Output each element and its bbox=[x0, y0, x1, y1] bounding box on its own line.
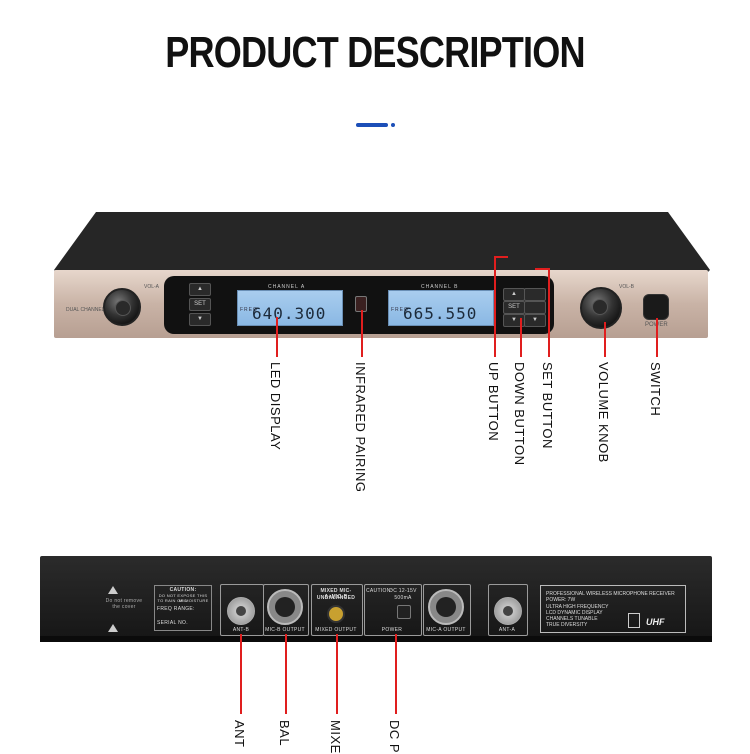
leader-led-display bbox=[276, 317, 278, 357]
ant-b-connector bbox=[227, 597, 255, 625]
up-button-a[interactable]: ▲ bbox=[189, 283, 211, 296]
serial-no-label: SERIAL NO. bbox=[157, 620, 188, 626]
warning-text: Do not remove the cover bbox=[105, 598, 143, 610]
caution-text-2: TO RAIN OR MOISTURE bbox=[157, 598, 209, 603]
caution-title: CAUTION: bbox=[169, 587, 197, 593]
ant-b-label: ANT-B bbox=[232, 627, 250, 633]
mixed-output-jack bbox=[327, 605, 345, 623]
info-line-6: TRUE DIVERSITY bbox=[546, 622, 588, 628]
mixed-top-label-2: UNBALANCED bbox=[316, 595, 356, 601]
uhf-brand: UHF bbox=[646, 617, 665, 627]
set-button-b-right[interactable] bbox=[524, 301, 546, 314]
warning-triangle-icon-2 bbox=[108, 624, 118, 632]
receiver-rear-face bbox=[40, 556, 712, 640]
lcd-display-a: CHANNEL A FREQ 640.300 bbox=[237, 284, 343, 326]
title-underline bbox=[356, 123, 388, 127]
leader-down-button bbox=[520, 318, 522, 357]
volume-knob-b[interactable] bbox=[580, 287, 622, 329]
callout-dc-power: DC P bbox=[387, 720, 402, 754]
dc-power-jack bbox=[397, 605, 411, 619]
info-line-5: CHANNELS TUNABLE bbox=[546, 616, 598, 622]
up-button-b[interactable]: ▲ bbox=[503, 288, 525, 301]
ant-a-label: ANT-A bbox=[498, 627, 516, 633]
power-switch[interactable] bbox=[643, 294, 669, 320]
callout-set-button: SET BUTTON bbox=[540, 362, 555, 449]
caution-text-1: DO NOT EXPOSE THIS MIC bbox=[158, 593, 208, 603]
callout-balanced: BAL bbox=[277, 720, 292, 747]
ant-a-connector bbox=[494, 597, 522, 625]
callout-switch: SWITCH bbox=[648, 362, 663, 417]
mic-b-output-label: MIC-B OUTPUT bbox=[265, 627, 305, 633]
leader-switch bbox=[656, 318, 658, 357]
power-bracket bbox=[364, 584, 422, 636]
leader-up-button-h bbox=[494, 256, 508, 258]
frequency-b: 665.550 bbox=[403, 304, 478, 323]
callout-mixed: MIXE bbox=[328, 720, 343, 754]
info-line-2: POWER: 7W bbox=[546, 597, 576, 603]
leader-volume-knob bbox=[604, 322, 606, 357]
set-button-b[interactable]: SET bbox=[503, 301, 525, 314]
down-button-a[interactable]: ▼ bbox=[189, 313, 211, 326]
freq-label-a: FREQ bbox=[240, 307, 258, 313]
leader-set-button-h bbox=[535, 268, 549, 270]
power-label-rear: POWER bbox=[381, 627, 403, 633]
dc-rating-2: 500mA bbox=[394, 595, 412, 601]
leader-mixed bbox=[336, 634, 338, 714]
mic-a-output-label: MIC-A OUTPUT bbox=[426, 627, 466, 633]
info-line-4: LCD DYNAMIC DISPLAY bbox=[546, 610, 603, 616]
lcd-display-b: CHANNEL B FREQ 665.550 bbox=[388, 284, 494, 326]
callout-led-display: LED DISPLAY bbox=[268, 362, 283, 451]
info-line-3: ULTRA HIGH FREQUENCY bbox=[546, 604, 609, 610]
channel-a-label: CHANNEL A bbox=[268, 284, 306, 290]
volume-knob-a[interactable] bbox=[103, 288, 141, 326]
leader-ant bbox=[240, 634, 242, 714]
mic-a-xlr-connector bbox=[428, 589, 464, 625]
dc-rating-1: DC 12-15V bbox=[389, 588, 417, 594]
set-button-a[interactable]: SET bbox=[189, 298, 211, 311]
title-dot bbox=[391, 123, 395, 127]
callout-infrared-pairing: INFRARED PAIRING bbox=[353, 362, 368, 493]
channel-b-label: CHANNEL B bbox=[421, 284, 459, 290]
freq-range-label: FREQ RANGE: bbox=[157, 606, 195, 612]
mixed-output-label: MIXED OUTPUT bbox=[315, 627, 357, 633]
mic-b-xlr-connector bbox=[267, 589, 303, 625]
callout-up-button: UP BUTTON bbox=[486, 362, 501, 442]
model-text: DUAL CHANNEL WIRELESS bbox=[66, 307, 132, 313]
mic-a-bracket bbox=[423, 584, 471, 636]
leader-up-button bbox=[494, 256, 496, 357]
leader-bal bbox=[285, 634, 287, 714]
set-button-b-top[interactable] bbox=[524, 288, 546, 301]
power-caution: CAUTION: bbox=[366, 588, 393, 594]
caution-label-box: CAUTION: DO NOT EXPOSE THIS MIC TO RAIN … bbox=[154, 585, 212, 631]
leader-dc-power bbox=[395, 634, 397, 714]
down-button-b[interactable]: ▼ bbox=[503, 314, 525, 327]
freq-label-b: FREQ bbox=[391, 307, 409, 313]
frequency-a: 640.300 bbox=[252, 304, 327, 323]
page-title: PRODUCT DESCRIPTION bbox=[165, 28, 585, 77]
leader-infrared-pairing bbox=[361, 310, 363, 357]
vol-a-label: VOL-A bbox=[144, 284, 160, 290]
warning-triangle-icon bbox=[108, 586, 118, 594]
mixed-top-label-1: MIXED MIC-A+MIC-B bbox=[320, 588, 352, 600]
info-plate bbox=[540, 585, 686, 633]
vol-b-label: VOL-B bbox=[619, 284, 635, 290]
ant-a-bracket bbox=[488, 584, 528, 636]
leader-set-button bbox=[548, 268, 550, 357]
receiver-top-cover bbox=[54, 212, 710, 272]
callout-down-button: DOWN BUTTON bbox=[512, 362, 527, 466]
info-line-1: PROFESSIONAL WIRELESS MICROPHONE RECEIVE… bbox=[546, 591, 675, 597]
recycle-bin-icon bbox=[628, 613, 640, 628]
callout-volume-knob: VOLUME KNOB bbox=[596, 362, 611, 463]
callout-ant: ANT bbox=[232, 720, 247, 748]
receiver-rear-bottom bbox=[40, 636, 712, 642]
down-button-b-right[interactable]: ▼ bbox=[524, 314, 546, 327]
